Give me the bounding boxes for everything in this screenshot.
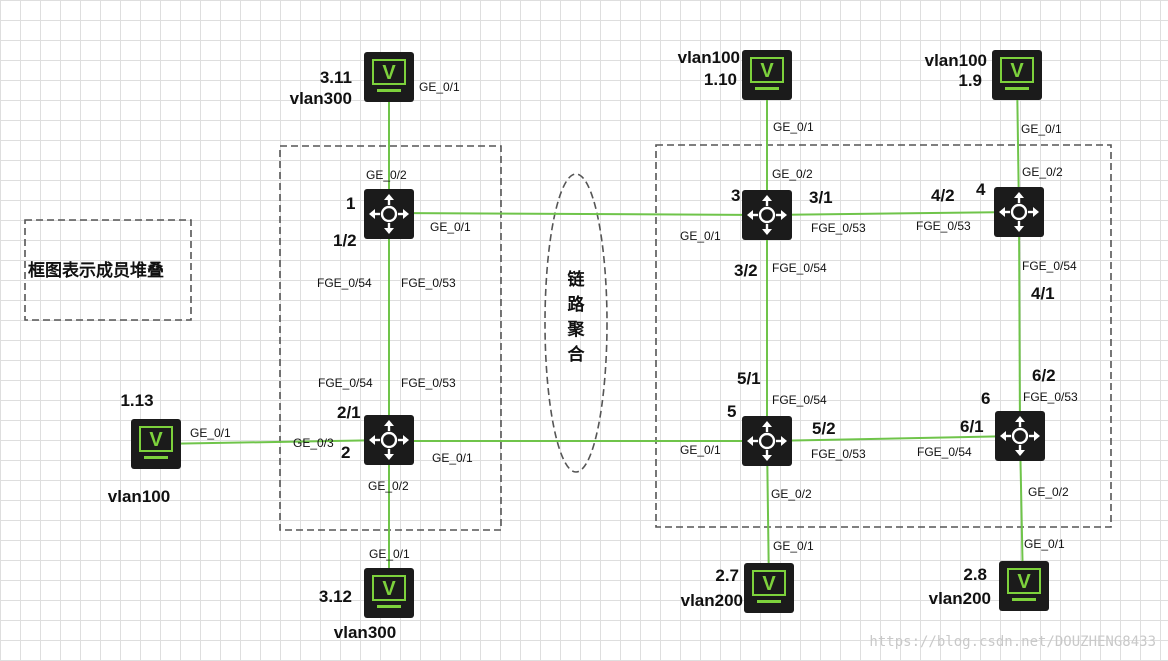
terminal-address: 2.7 bbox=[715, 566, 739, 585]
aggregation-char: 合 bbox=[568, 344, 586, 365]
terminal-vlan: vlan200 bbox=[681, 591, 743, 610]
port-label: GE_0/2 bbox=[1022, 165, 1063, 179]
switch-3[interactable] bbox=[740, 188, 794, 242]
port-label: GE_0/1 bbox=[1024, 537, 1065, 551]
vcheck-terminal-icon[interactable] bbox=[991, 49, 1043, 101]
vcheck-terminal-icon[interactable] bbox=[363, 567, 415, 619]
terminal-vlan: vlan100 bbox=[678, 48, 740, 67]
port-label: FGE_0/53 bbox=[1023, 390, 1078, 404]
port-label: GE_0/1 bbox=[369, 547, 410, 561]
port-label: GE_0/2 bbox=[771, 487, 812, 501]
member-label: 2/1 bbox=[337, 403, 361, 422]
member-label: 4/2 bbox=[931, 186, 955, 205]
vcheck-terminal-icon[interactable] bbox=[363, 51, 415, 103]
member-label: 6/1 bbox=[960, 417, 984, 436]
switch-2[interactable] bbox=[362, 413, 416, 467]
port-label: GE_0/1 bbox=[430, 220, 471, 234]
port-label: FGE_0/54 bbox=[772, 261, 827, 275]
port-label: GE_0/1 bbox=[680, 229, 721, 243]
port-label: GE_0/1 bbox=[190, 426, 231, 440]
switch-5-id: 5 bbox=[727, 402, 736, 421]
port-label: GE_0/2 bbox=[366, 168, 407, 182]
terminal-vlan: vlan300 bbox=[290, 89, 352, 108]
port-label: FGE_0/54 bbox=[318, 376, 373, 390]
port-label: GE_0/1 bbox=[419, 80, 460, 94]
link-sw1-sw3 bbox=[388, 212, 768, 216]
aggregation-char: 路 bbox=[568, 294, 586, 315]
aggregation-char: 聚 bbox=[567, 320, 586, 340]
link-sw4-sw6 bbox=[1018, 211, 1021, 437]
vcheck-terminal-icon[interactable] bbox=[998, 560, 1050, 612]
port-label: FGE_0/53 bbox=[401, 276, 456, 290]
terminal-vlan: vlan200 bbox=[929, 589, 991, 608]
port-label: GE_0/2 bbox=[1028, 485, 1069, 499]
terminal-address: 3.11 bbox=[320, 68, 352, 87]
member-label: 1/2 bbox=[333, 231, 357, 250]
member-label: 3/1 bbox=[809, 188, 833, 207]
link-sw3-sw4 bbox=[766, 211, 1020, 216]
link-t113-sw2 bbox=[155, 439, 390, 445]
port-label: FGE_0/53 bbox=[811, 447, 866, 461]
legend-text: 框图表示成员堆叠 bbox=[28, 260, 164, 281]
vcheck-terminal-icon[interactable] bbox=[130, 418, 182, 470]
watermark: https://blog.csdn.net/DOUZHENG8433 bbox=[869, 634, 1156, 650]
switch-5[interactable] bbox=[740, 414, 794, 468]
terminal-address: 1.13 bbox=[120, 391, 153, 410]
member-label: 6/2 bbox=[1032, 366, 1056, 385]
port-label: GE_0/1 bbox=[680, 443, 721, 457]
link-sw5-sw6 bbox=[766, 435, 1021, 442]
terminal-address: 2.8 bbox=[963, 565, 987, 584]
port-label: FGE_0/53 bbox=[401, 376, 456, 390]
switch-4[interactable] bbox=[992, 185, 1046, 239]
port-label: GE_0/2 bbox=[368, 479, 409, 493]
member-label: 5/2 bbox=[812, 419, 836, 438]
terminal-vlan: vlan100 bbox=[108, 487, 170, 506]
member-label: 4/1 bbox=[1031, 284, 1055, 303]
port-label: FGE_0/54 bbox=[317, 276, 372, 290]
port-label: GE_0/1 bbox=[773, 539, 814, 553]
switch-6-id: 6 bbox=[981, 389, 990, 408]
terminal-address: 1.10 bbox=[704, 70, 737, 89]
terminal-vlan: vlan300 bbox=[334, 623, 396, 642]
stack-frame-left bbox=[279, 145, 502, 531]
switch-2-id: 2 bbox=[341, 443, 350, 462]
port-label: FGE_0/54 bbox=[772, 393, 827, 407]
port-label: GE_0/2 bbox=[772, 167, 813, 181]
switch-6[interactable] bbox=[993, 409, 1047, 463]
port-label: GE_0/1 bbox=[1021, 122, 1062, 136]
terminal-address: 1.9 bbox=[958, 71, 982, 90]
port-label: GE_0/1 bbox=[432, 451, 473, 465]
port-label: FGE_0/53 bbox=[916, 219, 971, 233]
port-label: FGE_0/54 bbox=[917, 445, 972, 459]
vcheck-terminal-icon[interactable] bbox=[743, 562, 795, 614]
terminal-address: 3.12 bbox=[319, 587, 352, 606]
port-label: GE_0/1 bbox=[773, 120, 814, 134]
link-aggregation-ellipse bbox=[544, 173, 608, 473]
member-label: 3/2 bbox=[734, 261, 758, 280]
aggregation-char: 链 bbox=[568, 269, 586, 290]
switch-3-id: 3 bbox=[731, 186, 740, 205]
switch-4-id: 4 bbox=[976, 180, 986, 199]
port-label: FGE_0/53 bbox=[811, 221, 866, 235]
terminal-vlan: vlan100 bbox=[925, 51, 987, 70]
vcheck-terminal-icon[interactable] bbox=[741, 49, 793, 101]
switch-1-id: 1 bbox=[346, 194, 355, 213]
port-label: FGE_0/54 bbox=[1022, 259, 1077, 273]
switch-1[interactable] bbox=[362, 187, 416, 241]
member-label: 5/1 bbox=[737, 369, 761, 388]
port-label: GE_0/3 bbox=[293, 436, 334, 450]
legend-box bbox=[24, 219, 192, 321]
